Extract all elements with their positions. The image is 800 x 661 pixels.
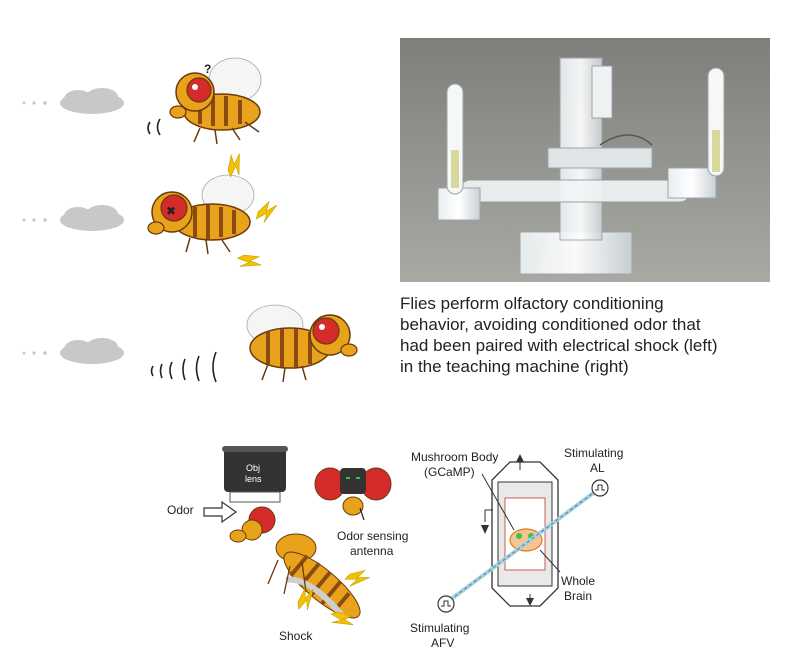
imaging-setup-diagram xyxy=(203,446,392,635)
stimulating-afv-label-line2: AFV xyxy=(431,636,454,650)
brain-chamber-diagram xyxy=(437,454,609,613)
gcamp-label: (GCaMP) xyxy=(424,465,475,479)
obj-label: Obj xyxy=(246,463,260,473)
fly-escaping xyxy=(246,304,358,383)
whole-brain-label-line1: Whole xyxy=(561,574,595,588)
confused-mark: ? xyxy=(204,62,211,76)
fly-row-3 xyxy=(22,304,358,383)
shock-x-mark: ✖ xyxy=(166,204,176,218)
stimulating-afv-label-line1: Stimulating xyxy=(410,621,469,635)
caption-line: Flies perform olfactory conditioning xyxy=(400,294,664,313)
odor-cloud xyxy=(60,205,124,231)
objective-lens xyxy=(224,448,286,492)
fly-row-2: ✖ xyxy=(22,149,282,276)
fly-shocked xyxy=(147,174,255,255)
motion-lines xyxy=(150,351,217,383)
caption-line: in the teaching machine (right) xyxy=(400,357,629,376)
whole-brain-label-line2: Brain xyxy=(564,589,592,603)
caption-line: had been paired with electrical shock (l… xyxy=(400,336,718,355)
stimulating-al-label-line1: Stimulating xyxy=(564,446,623,460)
lens-label: lens xyxy=(245,474,262,484)
odor-cloud xyxy=(60,338,124,364)
odor-arrow xyxy=(203,500,238,524)
mushroom-body-label: Mushroom Body xyxy=(411,450,498,464)
fly-row-1: ? xyxy=(22,57,262,145)
odor-cloud xyxy=(60,88,124,114)
figure-caption: Flies perform olfactory conditioning beh… xyxy=(400,293,780,377)
odor-label: Odor xyxy=(167,503,194,517)
fly-confused xyxy=(169,57,262,145)
trail-dots xyxy=(22,218,47,222)
trail-dots xyxy=(22,101,47,105)
stimulating-al-label-line2: AL xyxy=(590,461,605,475)
shock-label: Shock xyxy=(279,629,313,643)
antenna-label-line2: antenna xyxy=(350,544,394,558)
trail-dots xyxy=(22,351,47,355)
motion-lines xyxy=(147,118,161,136)
teaching-machine-photo xyxy=(400,38,770,282)
caption-line: behavior, avoiding conditioned odor that xyxy=(400,315,701,334)
antenna-label-line1: Odor sensing xyxy=(337,529,408,543)
